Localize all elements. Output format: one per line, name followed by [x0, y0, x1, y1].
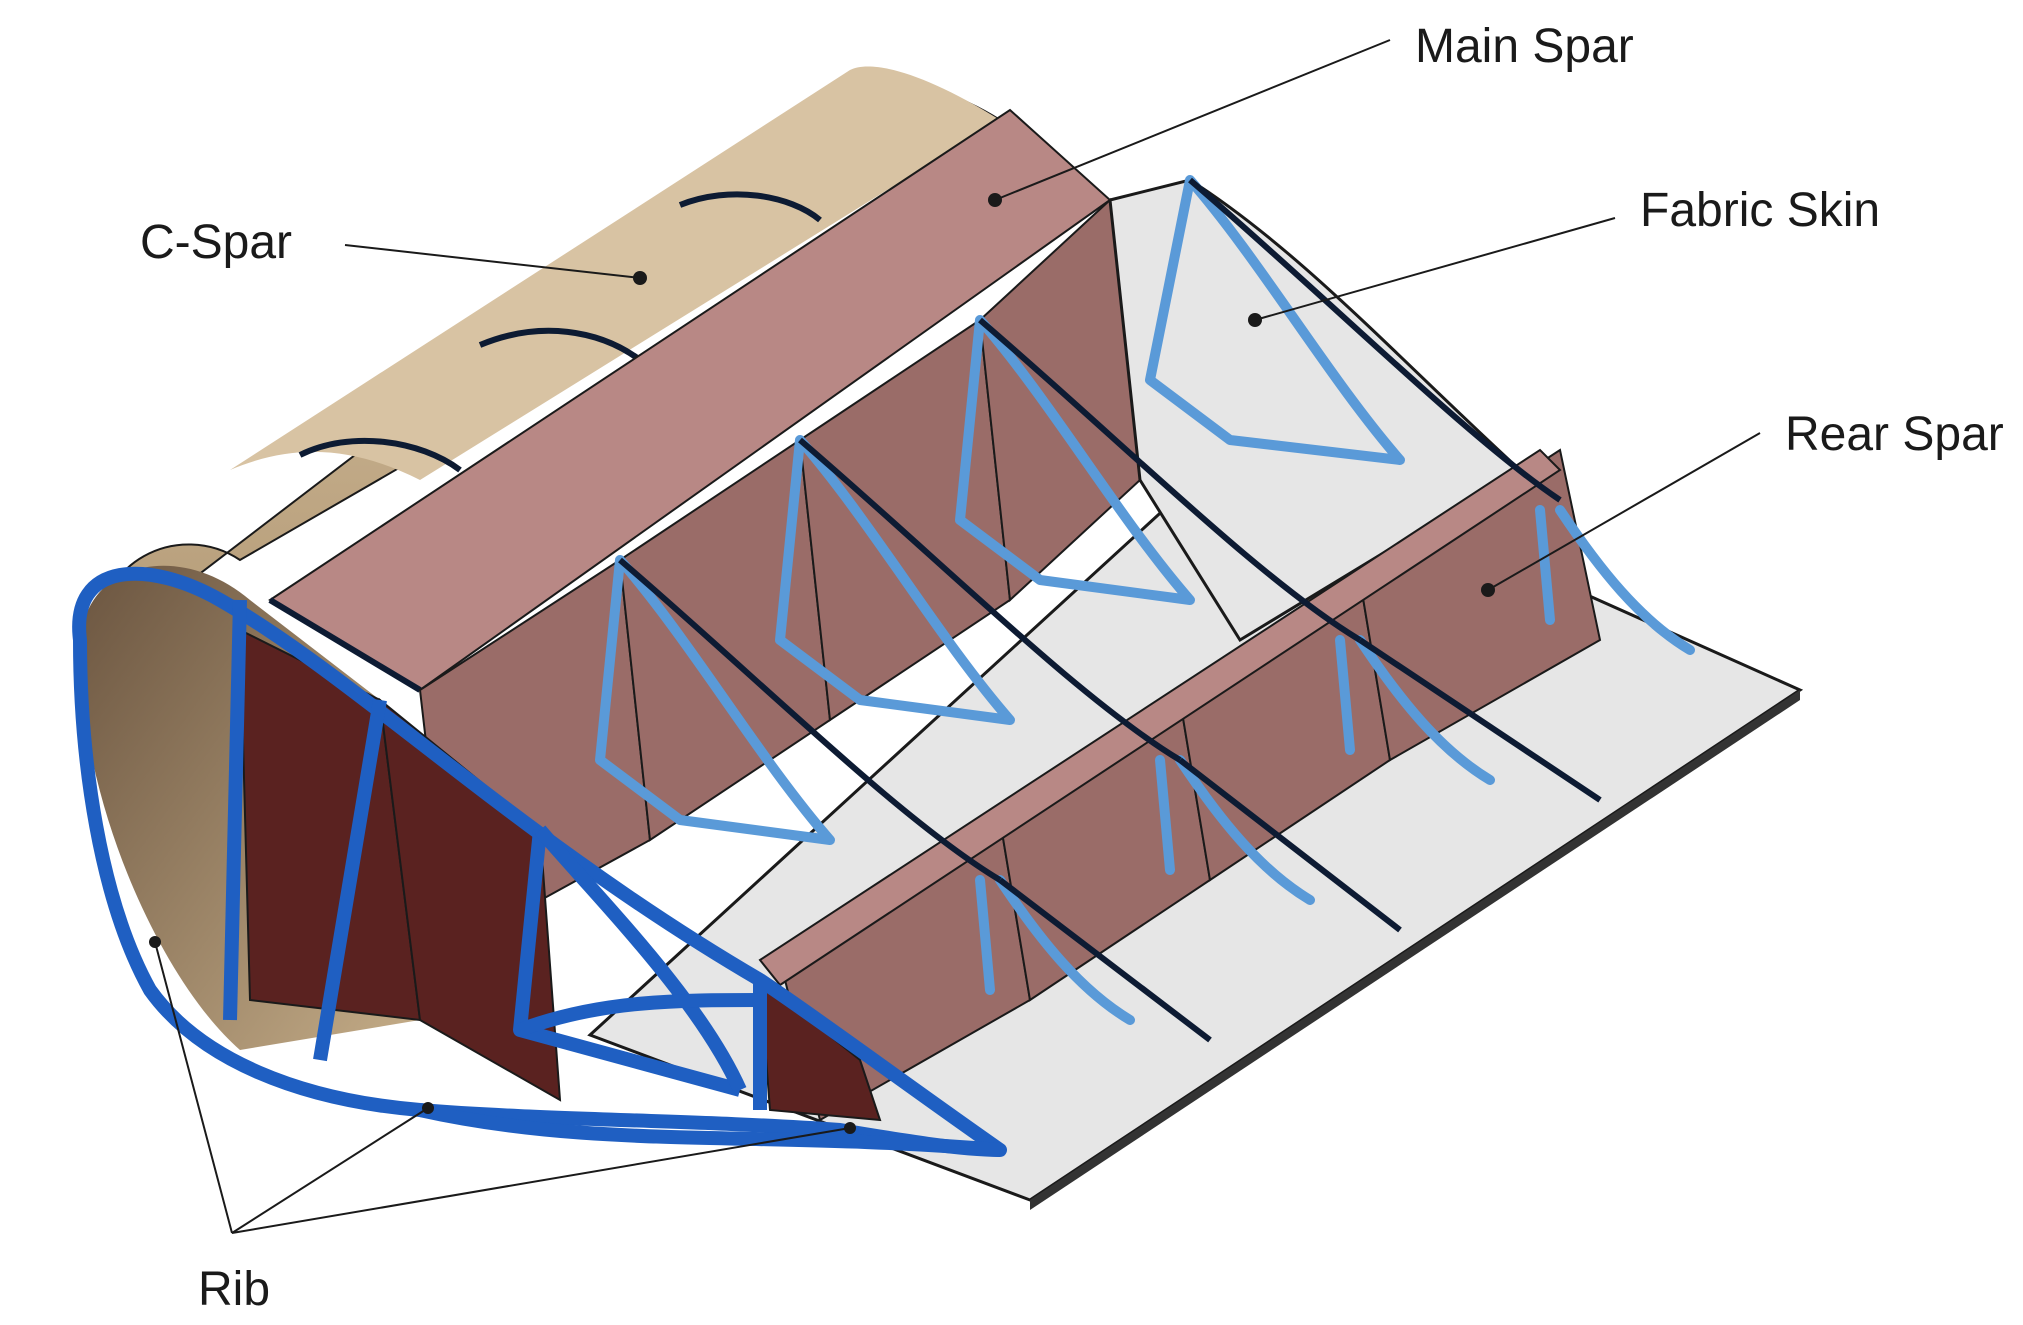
annotations: Main Spar C-Spar Fabric Skin Rear Spar R…: [140, 20, 2004, 1316]
rib-label: Rib: [198, 1263, 270, 1316]
root-rib: [72, 565, 1007, 1157]
c-spar-label: C-Spar: [140, 216, 292, 269]
rear-spar-label: Rear Spar: [1785, 408, 2004, 461]
main-spar-label: Main Spar: [1415, 20, 1634, 73]
c-spar-leader: [344, 244, 641, 279]
upper-bays: [418, 178, 1523, 952]
rib-caps: [618, 177, 1602, 1043]
rear-spar-marker: [1481, 583, 1495, 597]
fabric-skin-marker: [1248, 313, 1262, 327]
rib-marker-3: [844, 1122, 856, 1134]
main-spar-marker: [988, 193, 1002, 207]
fabric-skin-leader: [1254, 217, 1616, 321]
c-spar-marker: [633, 271, 647, 285]
rib-marker-1: [149, 936, 161, 948]
fabric-skin-label: Fabric Skin: [1640, 184, 1880, 237]
truss-ribs: [595, 175, 1695, 1025]
rib-leader-2: [231, 1107, 429, 1234]
rear-spar-leader: [1487, 432, 1761, 591]
rib-leader-1: [154, 941, 233, 1234]
rib-leader-3: [231, 1127, 851, 1234]
main-spar-leader: [994, 39, 1391, 201]
rib-marker-2: [422, 1102, 434, 1114]
